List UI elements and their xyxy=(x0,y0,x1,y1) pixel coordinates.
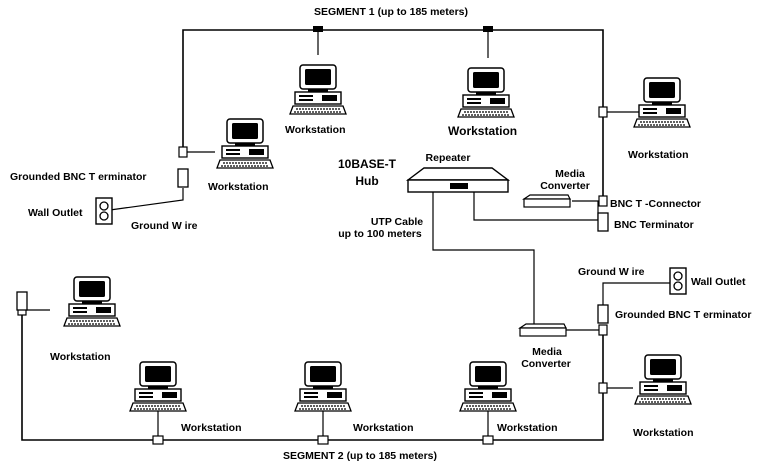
workstation-label: Workstation xyxy=(448,124,517,138)
drop-cables xyxy=(22,30,640,440)
bnc-t-connector-label: BNC T -Connector xyxy=(610,198,701,210)
hub-label: Hub xyxy=(355,174,378,188)
grounded-terminator-label: Grounded BNC T erminator xyxy=(10,171,147,183)
workstation-label: Workstation xyxy=(285,124,345,136)
media-converter-label: Media xyxy=(555,168,585,180)
workstation-label: Workstation xyxy=(633,427,693,439)
segment-2-label: SEGMENT 2 (up to 185 meters) xyxy=(283,450,437,462)
grounded-terminator-label: Grounded BNC T erminator xyxy=(615,309,752,321)
segment-1-cable xyxy=(182,29,604,196)
ground-wires xyxy=(109,188,672,305)
repeater-label: Repeater xyxy=(426,152,471,164)
wall-outlet-label: Wall Outlet xyxy=(28,207,83,219)
ground-wire-label: Ground W ire xyxy=(131,220,198,232)
workstation-label: Workstation xyxy=(353,422,413,434)
utp-cable-label: up to 100 meters xyxy=(338,228,422,240)
utp-cables xyxy=(432,190,603,331)
segment-1-label: SEGMENT 1 (up to 185 meters) xyxy=(314,6,468,18)
media-converter-label: Media xyxy=(532,346,562,358)
media-converter-label: Converter xyxy=(521,358,571,370)
media-converter-label: Converter xyxy=(540,180,590,192)
bnc-t-connector-icon xyxy=(17,26,608,445)
workstation-label: Workstation xyxy=(181,422,241,434)
hub-label: 10BASE-T xyxy=(338,157,397,171)
workstation-label: Workstation xyxy=(208,181,268,193)
bnc-terminator-label: BNC Terminator xyxy=(614,219,694,231)
wall-outlet-label: Wall Outlet xyxy=(691,276,746,288)
workstation-label: Workstation xyxy=(628,149,688,161)
media-converter-icon xyxy=(519,194,571,337)
ground-wire-label: Ground W ire xyxy=(578,266,645,278)
repeater-hub-icon xyxy=(405,167,511,193)
workstation-label: Workstation xyxy=(497,422,557,434)
workstation-label: Workstation xyxy=(50,351,110,363)
utp-cable-label: UTP Cable xyxy=(371,216,423,228)
